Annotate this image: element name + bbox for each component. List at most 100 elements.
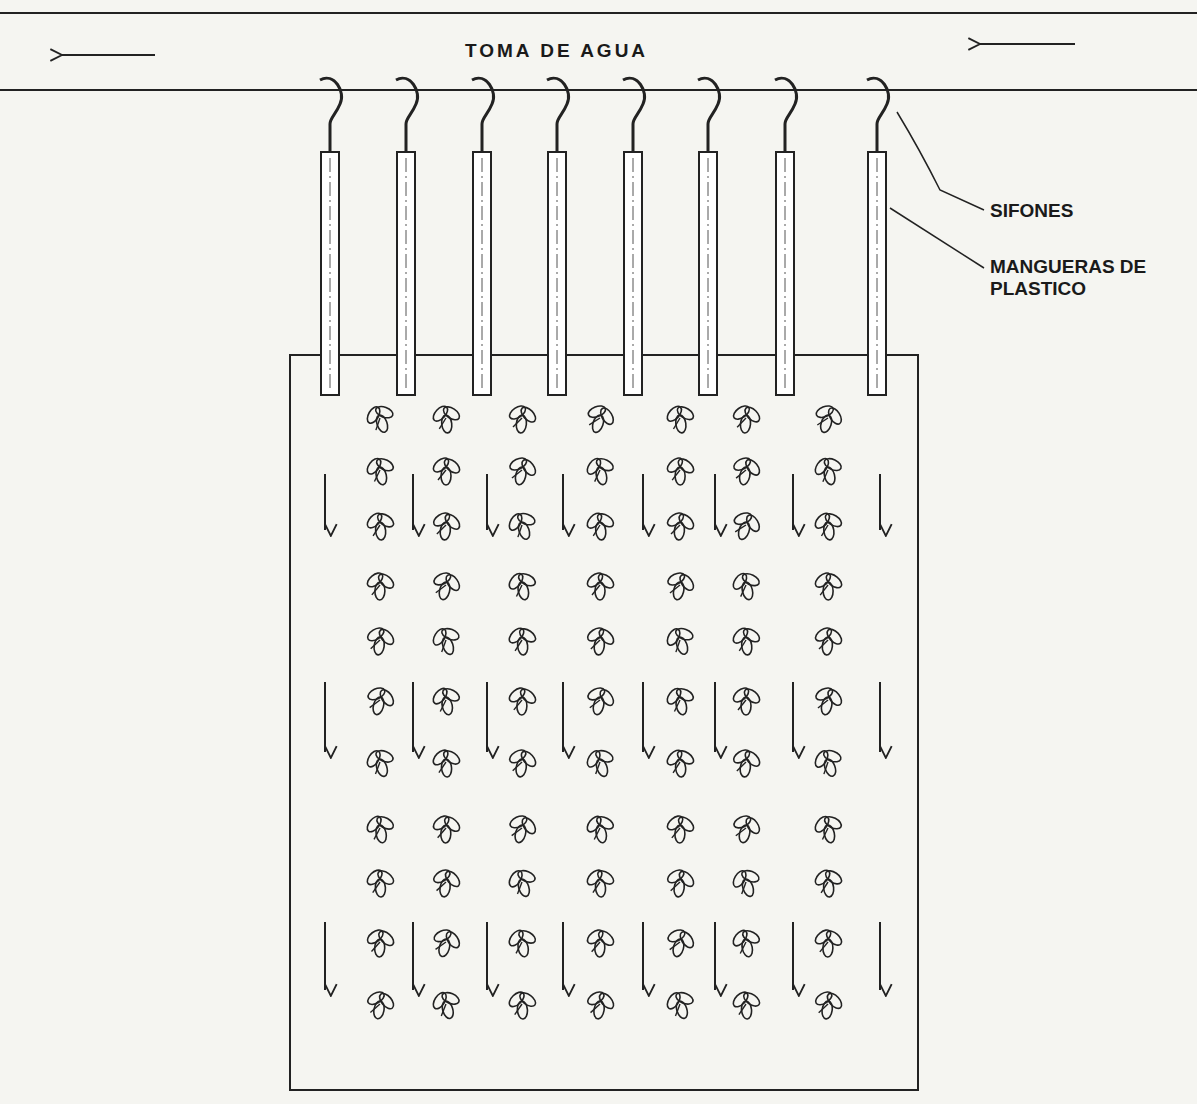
plant	[731, 685, 762, 715]
plant	[430, 746, 464, 778]
plant	[581, 399, 620, 437]
plant	[428, 682, 465, 717]
plant	[361, 743, 400, 781]
siphon	[320, 78, 342, 152]
plant	[813, 927, 845, 957]
plant	[431, 455, 462, 485]
siphon	[775, 78, 797, 152]
plant	[727, 863, 766, 901]
hose-centerline	[633, 158, 634, 392]
plant	[811, 987, 846, 1021]
plant	[429, 509, 464, 542]
plant	[365, 570, 397, 600]
flow-arrow	[486, 922, 488, 990]
callout-label: SIFONES	[990, 200, 1073, 222]
plant	[427, 924, 465, 961]
plant	[362, 452, 399, 488]
plant	[729, 624, 764, 657]
plant	[663, 865, 698, 899]
plant	[661, 621, 700, 660]
flow-arrow	[324, 682, 326, 752]
plant	[663, 746, 697, 779]
plastic-hose	[321, 152, 339, 395]
plant	[730, 402, 764, 434]
plant	[728, 453, 765, 488]
plant	[661, 985, 700, 1023]
plant	[584, 866, 618, 898]
siphon	[547, 78, 569, 152]
flow-arrow	[714, 474, 716, 530]
plant	[504, 925, 540, 960]
plant	[503, 863, 542, 901]
flow-arrow	[562, 682, 564, 752]
plant	[429, 402, 464, 435]
plant	[582, 682, 619, 718]
plant	[811, 508, 846, 542]
hose-centerline	[785, 158, 786, 392]
hose-centerline	[557, 158, 558, 392]
plant	[429, 865, 464, 899]
flow-arrow	[642, 922, 644, 990]
flow-arrow	[324, 922, 326, 990]
flow-arrow	[412, 922, 414, 990]
plant-rows	[361, 399, 848, 1023]
plant	[505, 624, 539, 657]
plastic-hose	[548, 152, 566, 395]
plant	[730, 988, 764, 1020]
flow-arrow	[486, 474, 488, 530]
plant	[728, 810, 765, 846]
plastic-hose	[776, 152, 794, 395]
flow-arrow	[792, 922, 794, 990]
plant	[810, 452, 848, 489]
flow-arrow	[714, 922, 716, 990]
plant	[503, 506, 542, 545]
plant	[583, 987, 618, 1021]
plant	[504, 567, 541, 603]
siphon	[867, 78, 889, 152]
siphon	[472, 78, 494, 152]
siphon	[623, 78, 645, 152]
siphons-and-hoses	[320, 78, 889, 395]
plant	[364, 866, 397, 898]
hose-centerline	[482, 158, 483, 392]
hose-centerline	[406, 158, 407, 392]
plant	[362, 811, 398, 846]
plant	[663, 509, 697, 542]
plastic-hose	[699, 152, 717, 395]
plant	[363, 623, 398, 657]
plant	[362, 682, 400, 719]
plant	[727, 506, 766, 544]
flow-arrow	[642, 682, 644, 752]
plant	[809, 399, 848, 437]
plant	[364, 927, 397, 958]
plant	[662, 682, 699, 718]
flow-arrow	[792, 474, 794, 530]
plant	[427, 985, 466, 1022]
plant	[811, 624, 845, 657]
plant	[662, 924, 700, 961]
plant	[363, 509, 397, 542]
plant	[361, 399, 400, 438]
plastic-hose	[624, 152, 642, 395]
plant	[582, 810, 619, 845]
flow-arrow	[562, 474, 564, 530]
plant	[811, 866, 845, 899]
leader-line	[890, 112, 984, 268]
plant	[427, 621, 466, 659]
siphon	[698, 78, 720, 152]
hose-centerline	[330, 158, 331, 392]
plant	[729, 746, 764, 779]
plastic-hose	[473, 152, 491, 395]
water-channel	[0, 13, 1197, 90]
plant	[504, 810, 542, 847]
flow-arrow	[412, 682, 414, 752]
plant	[428, 567, 465, 603]
flow-arrow	[879, 922, 881, 990]
channel-label: TOMA DE AGUA	[465, 40, 648, 62]
plant	[582, 452, 619, 488]
plastic-hose	[397, 152, 415, 395]
plant	[506, 988, 539, 1020]
plant	[584, 927, 616, 958]
